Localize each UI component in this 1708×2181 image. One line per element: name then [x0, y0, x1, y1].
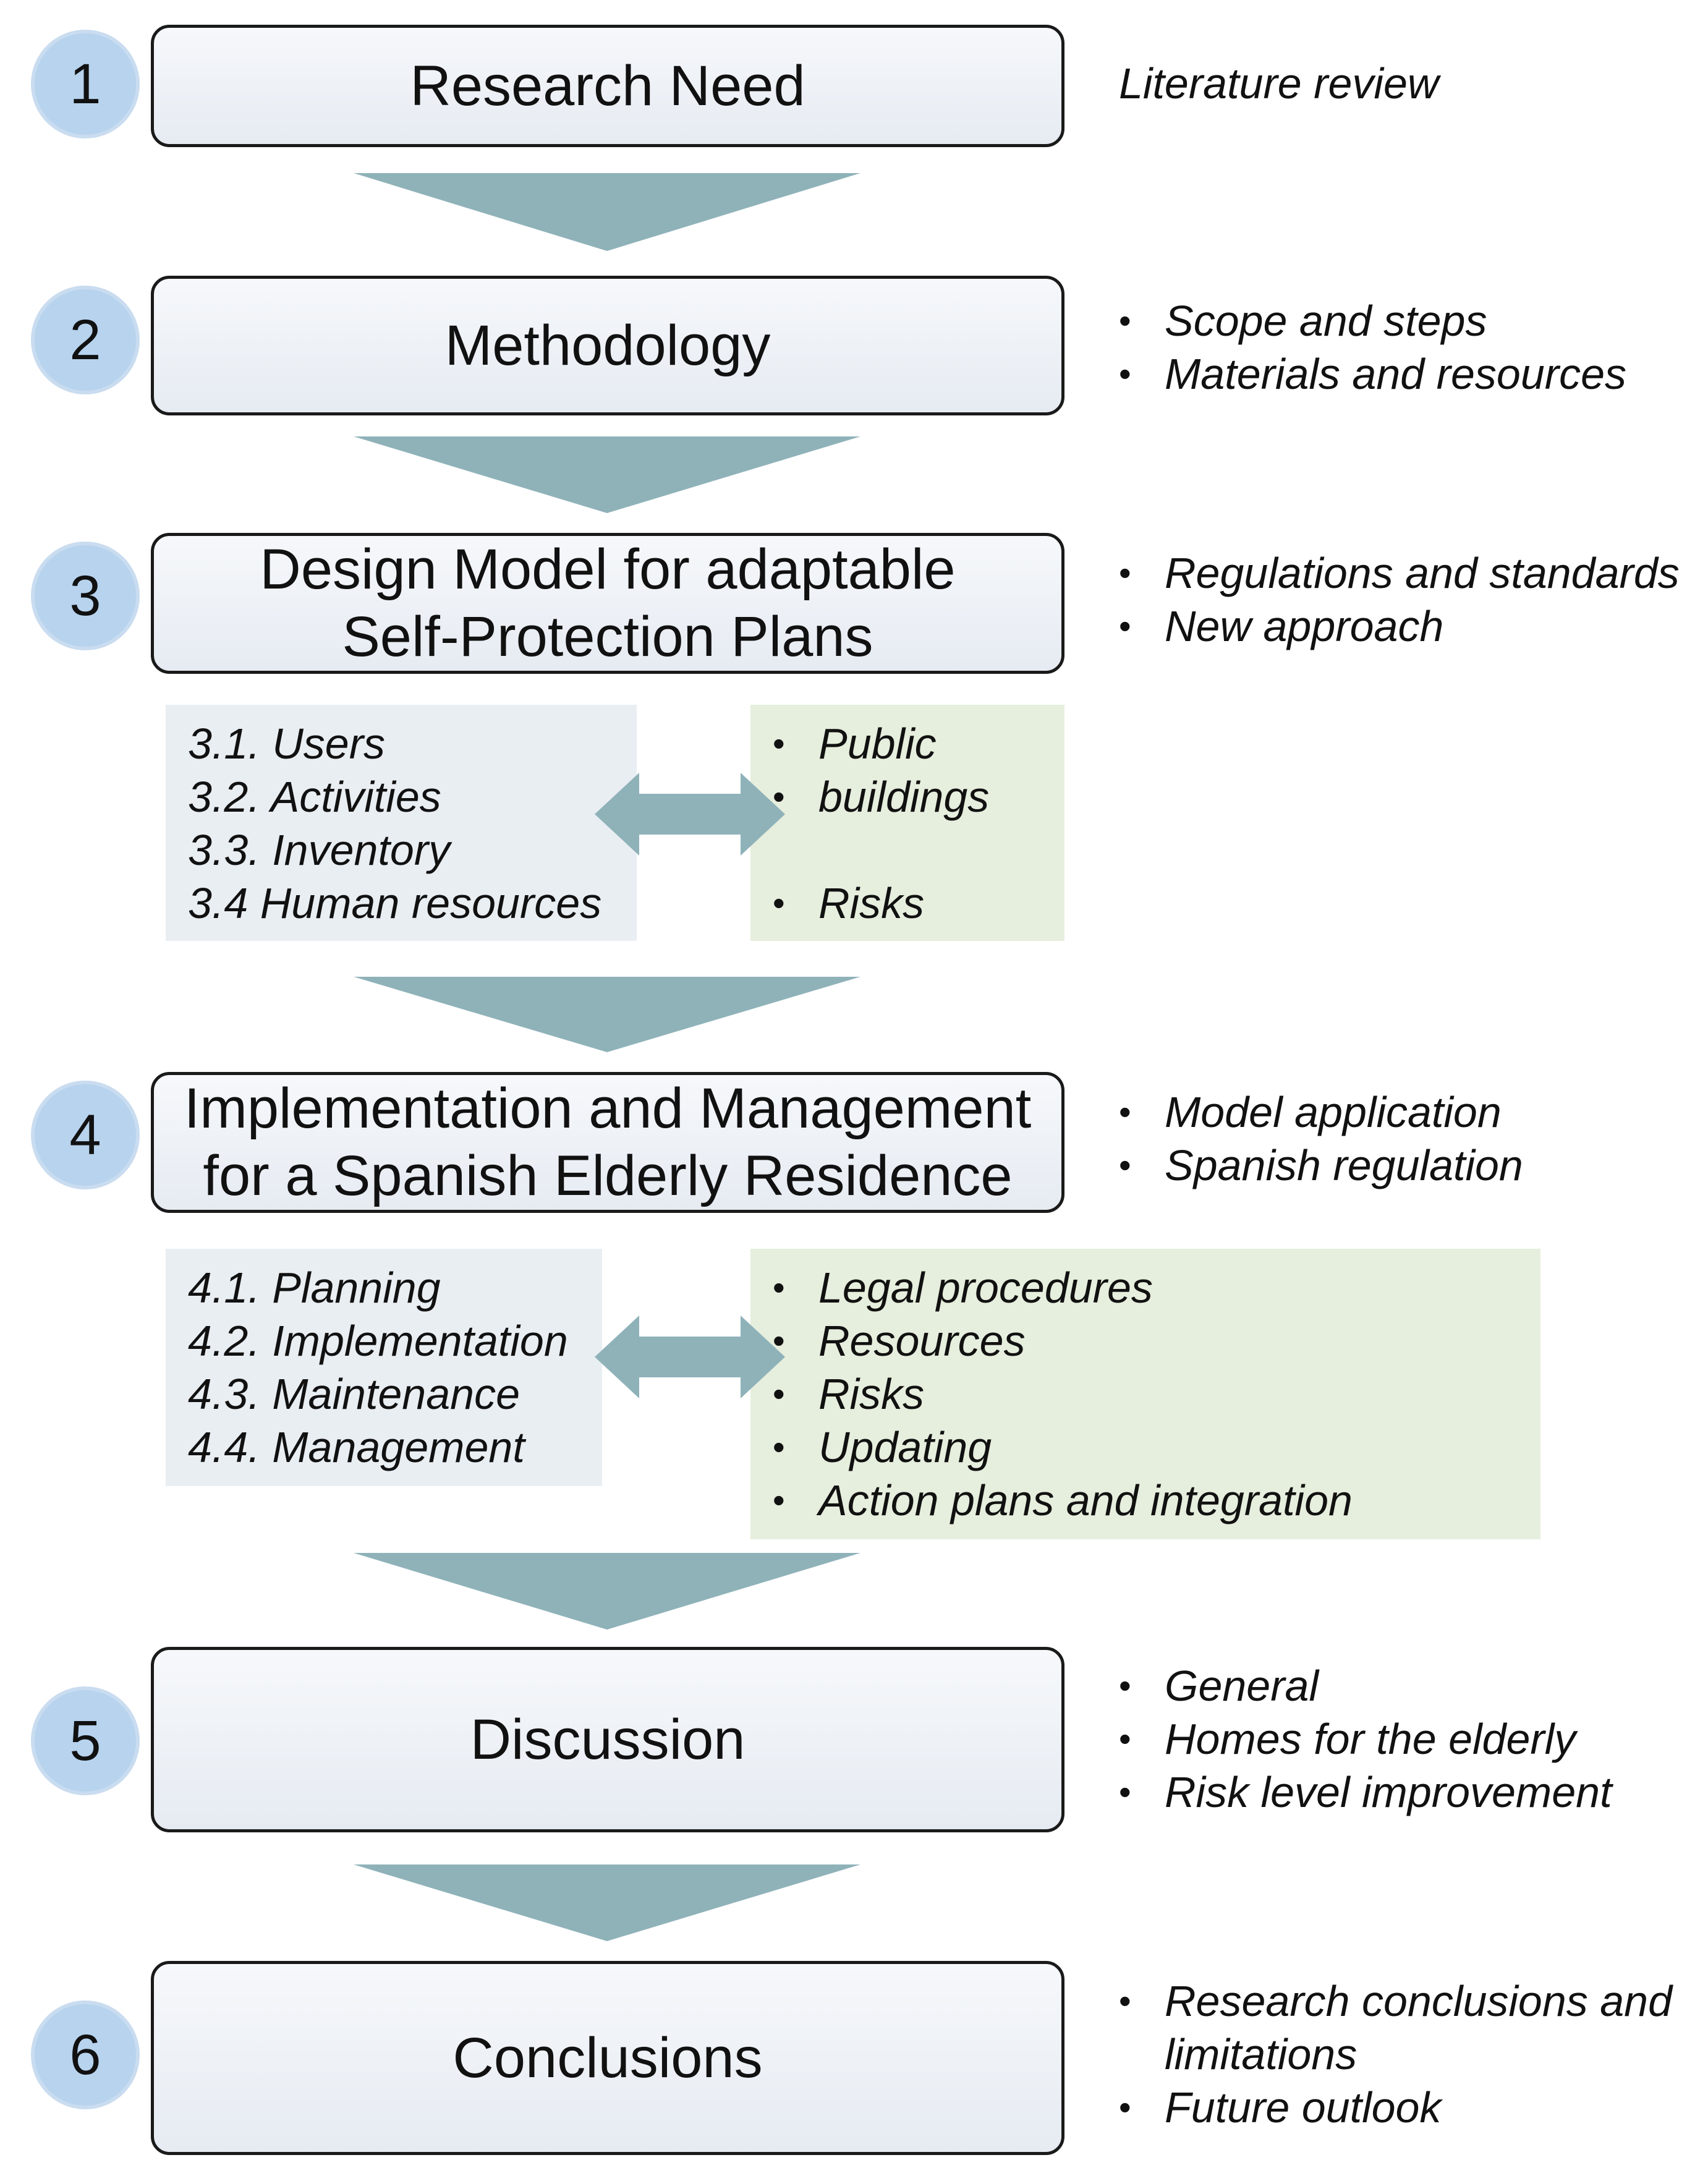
step-3-number-badge: 3 [31, 542, 140, 650]
step-4-topic: Resources [773, 1314, 1540, 1367]
step-4-number-badge: 4 [31, 1081, 140, 1189]
down-arrow-3 [354, 977, 860, 1052]
step-2-note: Scope and steps [1119, 294, 1626, 347]
step-2-box: Methodology [151, 276, 1064, 415]
step-6-note: Research conclusions and [1119, 1975, 1672, 2028]
step-3-note: Regulations and standards [1119, 546, 1680, 600]
double-arrow-step-3 [595, 773, 785, 856]
step-5-note: General [1119, 1659, 1612, 1712]
step-4-topic: Legal procedures [773, 1261, 1540, 1314]
step-5-notes: General Homes for the elderly Risk level… [1119, 1659, 1612, 1819]
step-5-note: Homes for the elderly [1119, 1712, 1612, 1766]
step-5-number-badge: 5 [31, 1686, 140, 1795]
step-3-substep: 3.1. Users [188, 720, 385, 768]
step-3-substeps-panel: 3.1. Users 3.2. Activities 3.3. Inventor… [166, 705, 637, 941]
step-6-notes: Research conclusions and limitations Fut… [1119, 1975, 1672, 2134]
step-6-box: Conclusions [151, 1961, 1064, 2155]
step-3-title-line-1: Design Model for adaptable [260, 538, 956, 602]
step-2-number-badge: 2 [31, 286, 140, 394]
step-3-topic: Public [773, 717, 1064, 770]
step-4-substep: 4.3. Maintenance [188, 1370, 520, 1418]
step-4-note: Model application [1119, 1086, 1523, 1139]
step-3-topic: Risks [773, 877, 1064, 930]
double-arrow-step-4 [595, 1316, 785, 1398]
step-3-title-line-2: Self-Protection Plans [342, 605, 873, 668]
step-4-title-line-2: for a Spanish Elderly Residence [203, 1144, 1013, 1207]
step-4-note: Spanish regulation [1119, 1139, 1523, 1192]
step-3-notes: Regulations and standards New approach [1119, 546, 1680, 653]
step-3-box: Design Model for adaptable Self-Protecti… [151, 533, 1064, 674]
step-4-topics-panel: Legal procedures Resources Risks Updatin… [750, 1249, 1540, 1539]
step-1-number-badge: 1 [31, 30, 140, 138]
step-6-note: Future outlook [1119, 2081, 1672, 2134]
step-1-title: Research Need [410, 54, 805, 117]
step-5-box: Discussion [151, 1647, 1064, 1832]
step-4-substep: 4.1. Planning [188, 1264, 441, 1312]
step-3-substep: 3.3. Inventory [188, 826, 451, 874]
step-6-note-continued: limitations [1165, 2030, 1357, 2078]
step-3-topic-continued: buildings [773, 770, 1064, 823]
down-arrow-2 [354, 436, 860, 513]
down-arrow-5 [354, 1864, 860, 1941]
step-4-topic: Action plans and integration [773, 1474, 1540, 1527]
step-1-box: Research Need [151, 25, 1064, 147]
down-arrow-4 [354, 1553, 860, 1630]
step-1-notes: Literature review [1119, 57, 1438, 110]
step-4-substeps-panel: 4.1. Planning 4.2. Implementation 4.3. M… [166, 1249, 602, 1486]
step-3-note: New approach [1119, 600, 1680, 653]
step-4-title-line-1: Implementation and Management [184, 1077, 1032, 1141]
step-3-substep: 3.2. Activities [188, 773, 441, 821]
step-3-topics-panel: Public buildings Risks [750, 705, 1064, 941]
step-1-note: Literature review [1119, 59, 1439, 108]
step-2-note: Materials and resources [1119, 347, 1626, 401]
step-6-number-badge: 6 [31, 2000, 140, 2109]
step-5-title: Discussion [470, 1707, 746, 1771]
step-2-notes: Scope and steps Materials and resources [1119, 294, 1626, 401]
step-6-title: Conclusions [452, 2026, 763, 2090]
step-3-substep: 3.4 Human resources [188, 879, 602, 927]
step-4-box: Implementation and Management for a Span… [151, 1072, 1064, 1213]
step-4-notes: Model application Spanish regulation [1119, 1086, 1523, 1192]
step-2-title: Methodology [444, 313, 771, 377]
step-4-substep: 4.2. Implementation [188, 1317, 568, 1365]
step-5-note: Risk level improvement [1119, 1766, 1612, 1819]
step-4-topic: Updating [773, 1421, 1540, 1474]
down-arrow-1 [354, 173, 860, 251]
step-4-topic: Risks [773, 1367, 1540, 1421]
step-4-substep: 4.4. Management [188, 1423, 525, 1471]
